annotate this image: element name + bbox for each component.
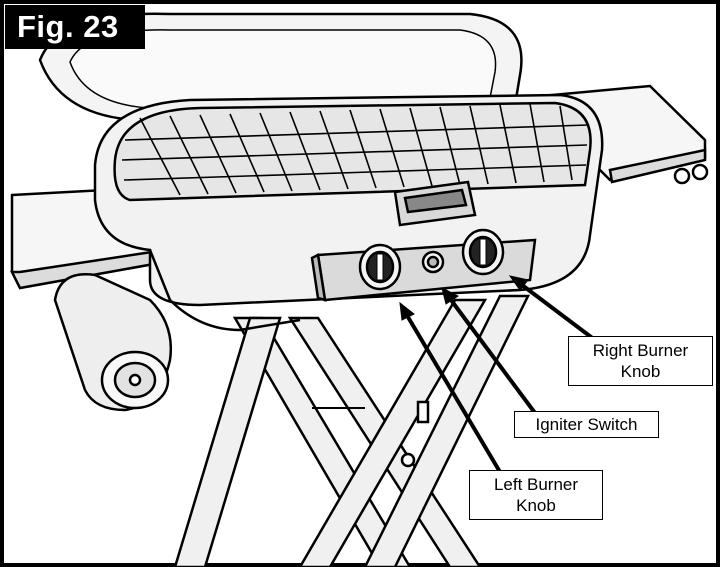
front-handle [393, 180, 477, 227]
right-burner-knob-graphic [461, 228, 505, 276]
left-burner-knob-label-line1: Left Burner [493, 475, 579, 494]
left-burner-knob-callout: Left Burner Knob [469, 470, 603, 520]
figure-label: Fig. 23 [5, 5, 145, 49]
leader-igniter [446, 294, 537, 415]
left-burner-knob-label-line2: Knob [516, 496, 556, 515]
igniter-switch-graphic [421, 250, 445, 274]
leader-right-burner [516, 280, 597, 342]
arrowhead-right-burner [508, 275, 529, 291]
igniter-switch-label: Igniter Switch [535, 415, 638, 434]
right-burner-knob-label-line2: Knob [620, 362, 661, 381]
arrowhead-igniter [441, 287, 459, 305]
arrowhead-left-burner [399, 301, 415, 321]
igniter-switch-callout: Igniter Switch [514, 411, 659, 438]
left-burner-knob-graphic [358, 243, 402, 291]
cooking-grate [113, 101, 592, 202]
propane-cylinder [53, 273, 172, 412]
right-burner-knob-label-line1: Right Burner [592, 341, 689, 360]
right-burner-knob-callout: Right Burner Knob [568, 336, 713, 386]
leader-lines [399, 275, 597, 474]
grill-lid [38, 12, 523, 122]
leader-left-burner [403, 310, 502, 474]
